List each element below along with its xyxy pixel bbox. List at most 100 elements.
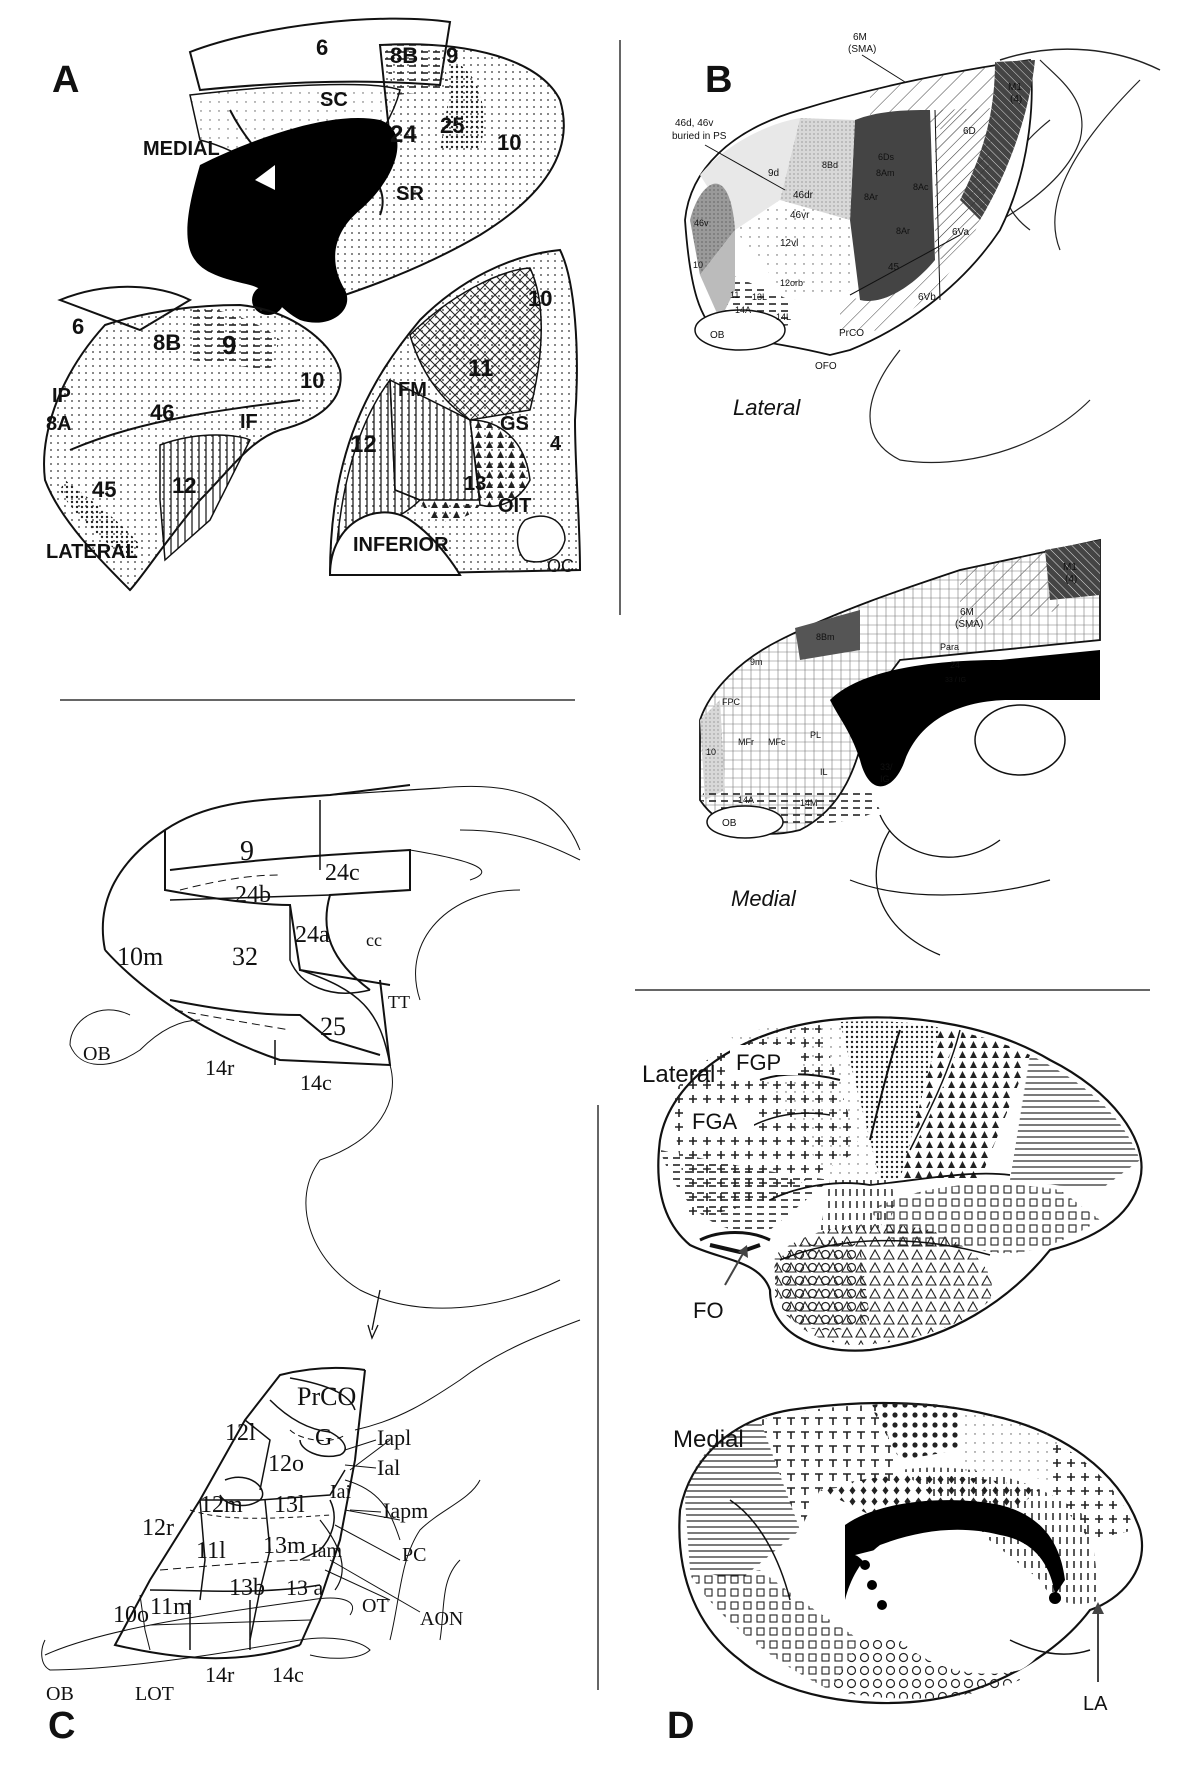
label-a-l12: 12 xyxy=(172,473,196,498)
label-a-i12: 12 xyxy=(350,431,377,458)
label-a-fm: FM xyxy=(398,379,427,401)
label-b-lat-ob: OB xyxy=(710,330,725,341)
label-b-lat-sma2: (SMA) xyxy=(848,44,876,55)
label-c-32: 32 xyxy=(232,942,258,971)
label-a-i10: 10 xyxy=(528,286,552,311)
label-b-med-sma2: (SMA) xyxy=(955,619,983,630)
label-b-med-pl: PL xyxy=(810,730,821,740)
label-c-14c: 14c xyxy=(300,1070,332,1095)
panel-c: C 9 24c 24b 24a xyxy=(41,784,581,1747)
label-b-med-m10: 10 xyxy=(706,747,716,757)
label-b-med-big: IG xyxy=(880,774,890,784)
label-c-10o: 10o xyxy=(113,1602,149,1628)
label-b-lat-d6: 6D xyxy=(963,126,976,137)
panel-d-medial-title: Medial xyxy=(673,1426,744,1453)
label-a-l45: 45 xyxy=(92,477,116,502)
panel-b-lateral-map: 6M (SMA) 46d, 46v buried in PS M1 (4) 6D… xyxy=(672,32,1161,464)
label-a-lateral: LATERAL xyxy=(46,541,138,563)
label-b-lat-ps1: 46d, 46v xyxy=(675,118,713,129)
label-a-l9: 9 xyxy=(222,330,236,360)
label-b-lat-vl12: 12vl xyxy=(780,238,798,249)
label-b-lat-sma: 6M xyxy=(853,32,867,43)
label-c-14r: 14r xyxy=(205,1055,235,1080)
label-a-sr: SR xyxy=(396,183,424,205)
label-d-fga: FGA xyxy=(692,1109,738,1134)
label-b-med-fpc: FPC xyxy=(722,697,741,707)
panel-c-letter: C xyxy=(48,1705,75,1747)
label-c-ob: OB xyxy=(83,1043,111,1065)
label-c-lot: LOT xyxy=(135,1683,174,1705)
label-c-g: G xyxy=(315,1425,332,1451)
label-a-sc: SC xyxy=(320,89,348,111)
label-b-lat-m1b: (4) xyxy=(1010,94,1022,105)
label-c-ot: OT xyxy=(362,1595,389,1617)
label-b-med-m14: 14M xyxy=(800,798,818,808)
panel-a-medial-view: 6 8B 9 SC MEDIAL 24 25 10 SR xyxy=(143,17,565,323)
label-b-lat-ds6: 6Ds xyxy=(878,152,895,162)
label-b-lat-va6: 6Va xyxy=(952,227,969,238)
panel-c-medial-labels: 9 24c 24b 24a cc 10m 32 25 TT OB 14r 14c xyxy=(83,836,410,1095)
label-b-med-b33: 33/ xyxy=(880,762,893,772)
panel-d-lateral-hemisphere: FGP FGA FO Lateral xyxy=(642,1016,1143,1352)
label-b-lat-ps2: buried in PS xyxy=(672,131,727,142)
label-c-13l: 13l xyxy=(274,1492,305,1518)
label-a-inferior: INFERIOR xyxy=(353,534,449,556)
label-c-25: 25 xyxy=(320,1012,346,1041)
panel-d: D FGP FGA xyxy=(642,1016,1143,1747)
label-a-ip: IP xyxy=(52,385,71,407)
label-a-i11: 11 xyxy=(468,355,493,382)
panel-b-medial-title: Medial xyxy=(731,886,797,911)
label-d-la: LA xyxy=(1083,1693,1108,1715)
label-b-lat-vb6: 6Vb xyxy=(918,292,936,303)
label-b-med-mfc: MFc xyxy=(768,737,786,747)
label-a-m6: 6 xyxy=(316,35,328,60)
label-b-lat-ac8: 8Ac xyxy=(913,182,929,192)
label-b-lat-ar8a: 8Ar xyxy=(864,192,878,202)
label-c-iapm: Iapm xyxy=(383,1498,428,1523)
panel-a-inferior-view: 10 11 FM GS 12 13 4 OIT INFERIOR OC xyxy=(328,248,582,577)
label-d-fo: FO xyxy=(693,1298,724,1323)
label-a-i4: 4 xyxy=(550,433,562,455)
label-c-12o: 12o xyxy=(268,1451,304,1477)
separators xyxy=(60,40,1150,1690)
label-b-lat-bd8: 8Bd xyxy=(822,160,838,170)
label-c-9: 9 xyxy=(240,836,254,867)
label-a-m10: 10 xyxy=(497,130,521,155)
label-b-med-mfr: MFr xyxy=(738,737,754,747)
label-b-med-ig: 33 / IG xyxy=(945,677,966,684)
label-a-i13: 13 xyxy=(464,473,486,495)
label-b-med-c24: 24 xyxy=(950,660,960,670)
label-b-med-bm8: 8Bm xyxy=(816,632,835,642)
label-c-ial: Ial xyxy=(377,1455,400,1480)
label-c-12r: 12r xyxy=(142,1515,174,1541)
label-b-lat-l13: 13L xyxy=(752,292,767,302)
panel-c-orbital-diagram xyxy=(41,1289,581,1671)
panel-c-medial-diagram xyxy=(69,784,581,1309)
label-a-m24: 24 xyxy=(390,121,417,148)
label-b-med-m1: M1 xyxy=(1063,562,1077,573)
label-b-lat-a14: 14A xyxy=(735,305,751,315)
label-b-med-m1b: (4) xyxy=(1065,574,1077,585)
label-c-24c: 24c xyxy=(325,860,360,886)
label-c-13b: 13b xyxy=(229,1575,265,1601)
label-c-aon: AON xyxy=(420,1608,463,1630)
label-b-lat-dr46: 46dr xyxy=(793,190,814,201)
label-d-fgp: FGP xyxy=(736,1050,781,1075)
label-c-iai: Iai xyxy=(330,1481,352,1503)
label-b-lat-d9: 9d xyxy=(768,168,779,179)
panel-d-lateral-title: Lateral xyxy=(642,1061,715,1088)
label-c-12m: 12m xyxy=(200,1492,243,1518)
label-b-lat-l14: 14L xyxy=(776,312,791,322)
label-c-ob2: OB xyxy=(46,1683,74,1705)
panel-a-letter: A xyxy=(52,59,79,101)
label-b-lat-prco: PrCO xyxy=(839,328,864,339)
label-b-lat-o11: 11 xyxy=(730,290,739,300)
panel-a: A 6 8B 9 SC MEDIAL 24 25 10 SR xyxy=(43,17,582,592)
label-c-24b: 24b xyxy=(235,882,271,908)
label-a-l8a: 8A xyxy=(46,413,72,435)
label-a-m25: 25 xyxy=(440,113,464,138)
label-b-lat-orb12: 12orb xyxy=(780,278,803,288)
label-a-l6: 6 xyxy=(72,314,84,339)
label-b-med-m9: 9m xyxy=(750,657,763,667)
